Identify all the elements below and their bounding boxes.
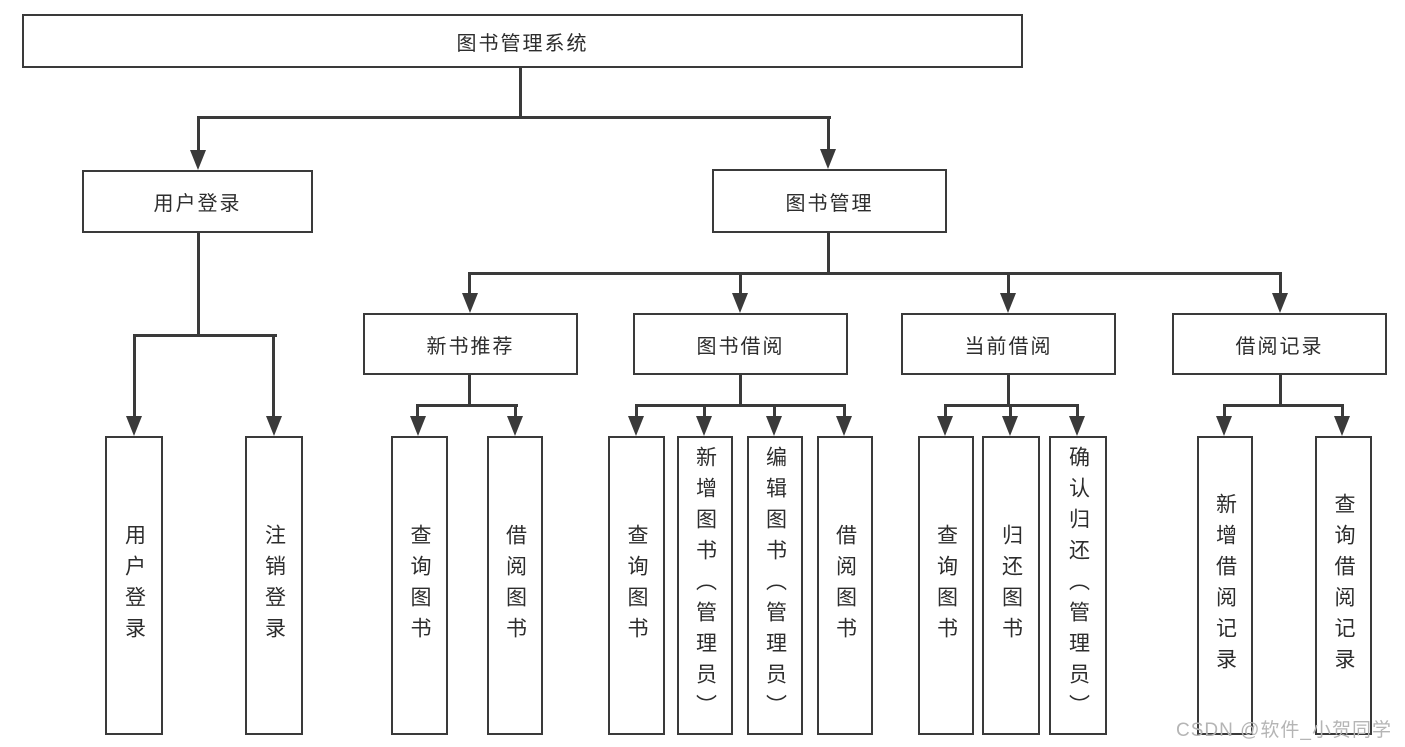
node-current-borrowing: 当前借阅: [901, 313, 1116, 375]
leaf-return-book: 归还图书: [982, 436, 1040, 735]
connector-line: [843, 404, 846, 418]
connector-line: [827, 116, 830, 151]
connector-line: [133, 334, 136, 418]
connector-line: [416, 404, 419, 418]
node-label: 查询图书: [408, 523, 431, 648]
connector-line: [272, 334, 275, 418]
node-label: 当前借阅: [964, 335, 1053, 358]
leaf-query-books-current: 查询图书: [918, 436, 974, 735]
arrow-down-icon: [126, 416, 142, 436]
node-user-login: 用户登录: [82, 170, 313, 233]
arrow-down-icon: [732, 293, 748, 313]
node-label: 图书借阅: [696, 335, 785, 358]
leaf-edit-book-admin: 编辑图书（管理员）: [747, 436, 803, 735]
arrow-down-icon: [1069, 416, 1085, 436]
arrow-down-icon: [820, 149, 836, 169]
connector-line: [468, 375, 471, 407]
connector-line: [635, 404, 846, 407]
node-label: 编辑图书（管理员）: [763, 446, 787, 725]
leaf-logout: 注销登录: [245, 436, 303, 735]
connector-line: [416, 404, 518, 407]
connector-line: [773, 404, 776, 418]
connector-line: [1223, 404, 1344, 407]
node-new-book-recommend: 新书推荐: [363, 313, 578, 375]
node-label: 借阅图书: [833, 523, 857, 648]
node-label: 注销登录: [262, 523, 286, 648]
leaf-borrow-books-recommend: 借阅图书: [487, 436, 543, 735]
connector-line: [197, 116, 831, 119]
leaf-query-borrow-record: 查询借阅记录: [1315, 436, 1372, 735]
leaf-add-borrow-record: 新增借阅记录: [1197, 436, 1253, 735]
arrow-down-icon: [696, 416, 712, 436]
node-label: 新书推荐: [426, 335, 515, 358]
arrow-down-icon: [462, 293, 478, 313]
node-label: 新增借阅记录: [1213, 492, 1237, 679]
connector-line: [519, 68, 522, 118]
node-label: 用户登录: [122, 523, 146, 648]
connector-line: [1007, 375, 1010, 407]
connector-line: [468, 272, 1282, 275]
node-label: 图书管理系统: [456, 32, 589, 55]
node-label: 用户登录: [153, 193, 242, 215]
arrow-down-icon: [410, 416, 426, 436]
leaf-query-books-recommend: 查询图书: [391, 436, 448, 735]
node-label: 查询图书: [934, 523, 958, 648]
connector-line: [703, 404, 706, 418]
csdn-watermark: CSDN @软件_小贺同学: [1176, 720, 1392, 741]
connector-line: [739, 272, 742, 295]
arrow-down-icon: [1000, 293, 1016, 313]
node-label: 查询图书: [625, 523, 648, 648]
connector-line: [1223, 404, 1226, 418]
arrow-down-icon: [266, 416, 282, 436]
leaf-user-login: 用户登录: [105, 436, 163, 735]
connector-line: [1279, 375, 1282, 407]
connector-line: [468, 272, 471, 295]
connector-line: [514, 404, 517, 418]
connector-line: [1076, 404, 1079, 418]
connector-line: [944, 404, 947, 418]
arrow-down-icon: [628, 416, 644, 436]
leaf-query-books-borrowing: 查询图书: [608, 436, 665, 735]
arrow-down-icon: [1002, 416, 1018, 436]
connector-line: [197, 116, 200, 152]
node-book-management: 图书管理: [712, 169, 947, 233]
connector-line: [1009, 404, 1012, 418]
connector-line: [197, 233, 200, 337]
leaf-borrow-books-borrowing: 借阅图书: [817, 436, 873, 735]
node-label: 归还图书: [999, 523, 1023, 648]
arrow-down-icon: [1216, 416, 1232, 436]
leaf-add-book-admin: 新增图书（管理员）: [677, 436, 733, 735]
node-label: 确认归还（管理员）: [1066, 446, 1090, 725]
leaf-confirm-return-admin: 确认归还（管理员）: [1049, 436, 1107, 735]
node-label: 图书管理: [785, 192, 874, 215]
connector-line: [1007, 272, 1010, 295]
arrow-down-icon: [507, 416, 523, 436]
connector-line: [635, 404, 638, 418]
node-label: 借阅图书: [503, 523, 527, 648]
node-label: 查询借阅记录: [1332, 492, 1355, 679]
node-label: 借阅记录: [1235, 335, 1324, 358]
arrow-down-icon: [766, 416, 782, 436]
connector-line: [827, 233, 830, 275]
arrow-down-icon: [1334, 416, 1350, 436]
connector-line: [133, 334, 277, 337]
connector-line: [739, 375, 742, 407]
node-borrowing-records: 借阅记录: [1172, 313, 1387, 375]
node-root-system: 图书管理系统: [22, 14, 1023, 68]
arrow-down-icon: [190, 150, 206, 170]
node-label: 新增图书（管理员）: [693, 446, 717, 725]
arrow-down-icon: [937, 416, 953, 436]
connector-line: [1279, 272, 1282, 295]
arrow-down-icon: [1272, 293, 1288, 313]
connector-line: [1341, 404, 1344, 418]
arrow-down-icon: [836, 416, 852, 436]
node-book-borrowing: 图书借阅: [633, 313, 848, 375]
